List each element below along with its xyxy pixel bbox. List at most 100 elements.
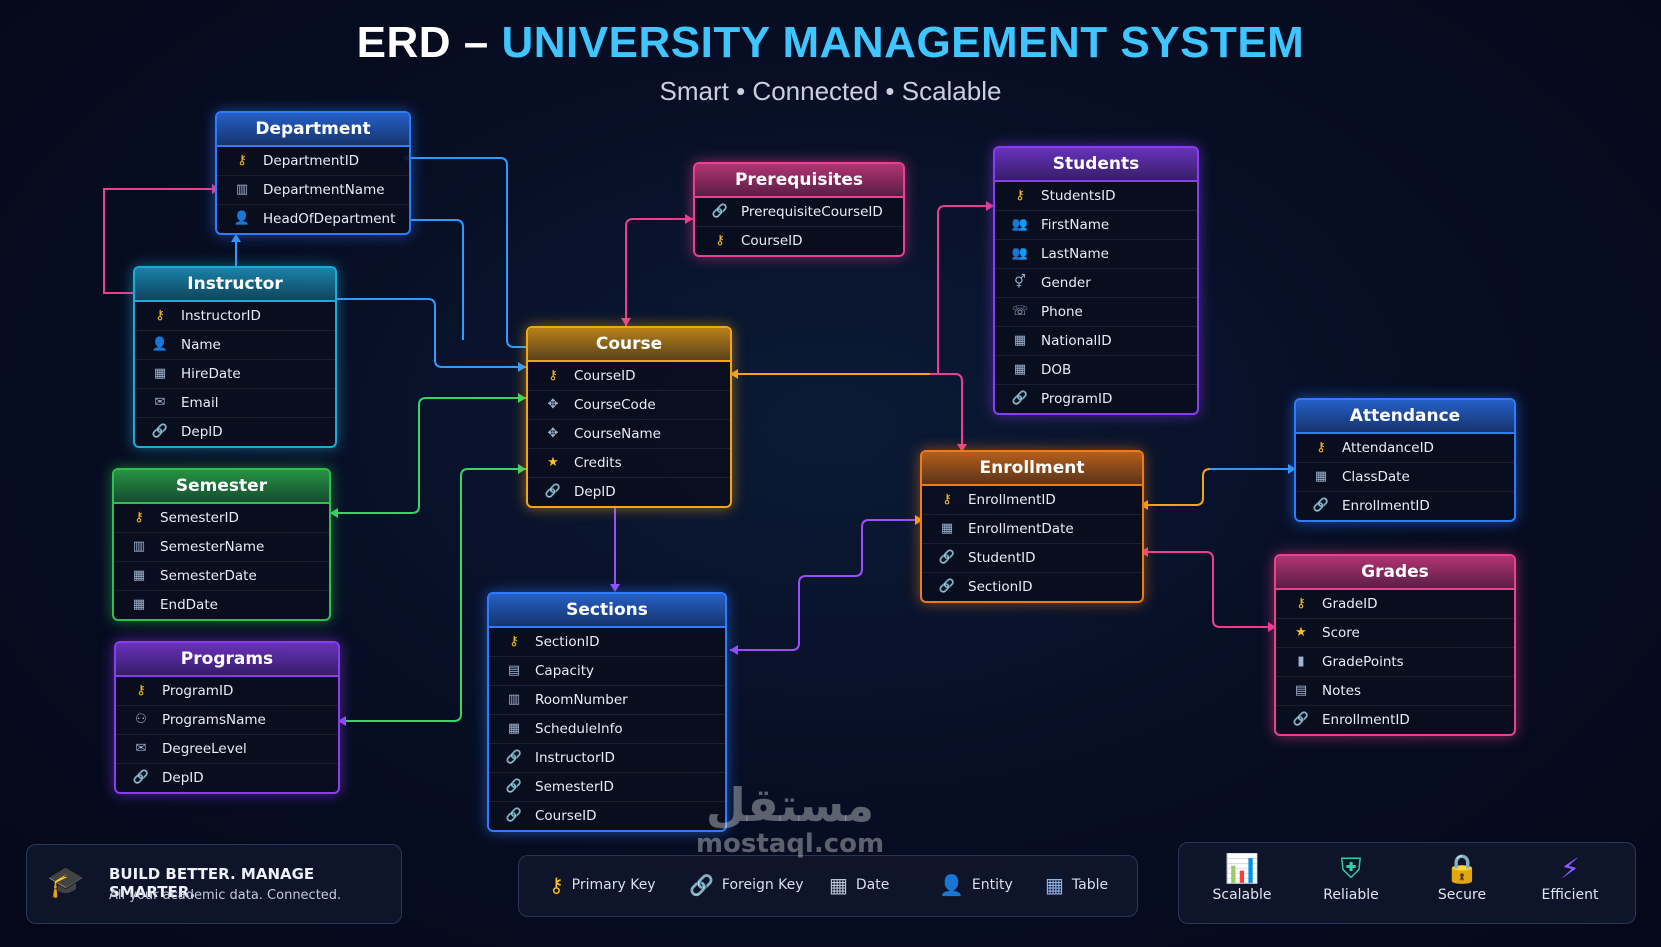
legend-date: ▦ Date xyxy=(829,856,889,914)
group-icon: ⚇ xyxy=(135,712,147,727)
field-label: Name xyxy=(181,337,221,353)
entity-field[interactable]: ✥CourseName xyxy=(528,420,730,449)
field-label: LastName xyxy=(1041,246,1109,262)
field-label: Email xyxy=(181,395,219,411)
entity-field[interactable]: ▤Notes xyxy=(1276,677,1514,706)
entity-field[interactable]: 🔗InstructorID xyxy=(489,744,725,773)
entity-field[interactable]: 👤Name xyxy=(135,331,335,360)
link-icon: 🔗 xyxy=(132,770,150,785)
field-label: DepID xyxy=(574,484,616,500)
entity-sections[interactable]: Sections⚷SectionID▤Capacity▥RoomNumber▦S… xyxy=(487,592,727,832)
entity-field[interactable]: ▦ClassDate xyxy=(1296,463,1514,492)
entity-field[interactable]: ⚷SemesterID xyxy=(114,504,329,533)
entity-field[interactable]: ⚷CourseID xyxy=(528,362,730,391)
entity-field[interactable]: 🔗DepID xyxy=(116,764,338,792)
entity-field[interactable]: ⚇ProgramsName xyxy=(116,706,338,735)
entity-header: Sections xyxy=(489,594,725,628)
rel-sections-enrollment xyxy=(730,519,915,651)
field-label: SectionID xyxy=(535,634,600,650)
calendar-icon: ▦ xyxy=(132,568,146,583)
entity-field[interactable]: ⚷CourseID xyxy=(695,227,903,255)
entity-field[interactable]: 🔗CourseID xyxy=(489,802,725,830)
entity-field[interactable]: ▥RoomNumber xyxy=(489,686,725,715)
link-icon: 🔗 xyxy=(938,550,956,565)
shield-check-icon: ⛨ xyxy=(1340,852,1362,885)
entity-prerequisites[interactable]: Prerequisites🔗PrerequisiteCourseID⚷Cours… xyxy=(693,162,905,257)
entity-enrollment[interactable]: Enrollment⚷EnrollmentID▦EnrollmentDate🔗S… xyxy=(920,450,1144,603)
entity-header: Programs xyxy=(116,643,338,677)
entity-field[interactable]: ⚷GradeID xyxy=(1276,590,1514,619)
entity-field[interactable]: 🔗SectionID xyxy=(922,573,1142,601)
entity-field[interactable]: ⚥Gender xyxy=(995,269,1197,298)
field-label: CourseID xyxy=(535,808,597,824)
entity-semester[interactable]: Semester⚷SemesterID▥SemesterName▦Semeste… xyxy=(112,468,331,621)
entity-header: Grades xyxy=(1276,556,1514,590)
entity-field[interactable]: ⚷SectionID xyxy=(489,628,725,657)
entity-field[interactable]: ▦DOB xyxy=(995,356,1197,385)
entity-attendance[interactable]: Attendance⚷AttendanceID▦ClassDate🔗Enroll… xyxy=(1294,398,1516,522)
link-icon: 🔗 xyxy=(151,424,169,439)
entity-field[interactable]: ▦NationalID xyxy=(995,327,1197,356)
figure-icon: ✥ xyxy=(547,426,559,441)
entity-field[interactable]: ▮GradePoints xyxy=(1276,648,1514,677)
entity-field[interactable]: 🔗StudentID xyxy=(922,544,1142,573)
legend-primary-key: ⚷ Primary Key xyxy=(549,856,656,914)
entity-course[interactable]: Course⚷CourseID✥CourseCode✥CourseName★Cr… xyxy=(526,326,732,508)
entity-field[interactable]: 🔗EnrollmentID xyxy=(1276,706,1514,734)
document-icon: ▤ xyxy=(1294,683,1308,698)
rel-semester-course xyxy=(330,397,526,514)
rel-enrollment-attendance xyxy=(1148,468,1288,506)
legend-label: Primary Key xyxy=(571,877,656,893)
entity-field[interactable]: 🔗EnrollmentID xyxy=(1296,492,1514,520)
rel-programs-course xyxy=(338,468,526,722)
entity-field[interactable]: ★Score xyxy=(1276,619,1514,648)
entity-field[interactable]: ▥SemesterName xyxy=(114,533,329,562)
entity-field[interactable]: ▤Capacity xyxy=(489,657,725,686)
field-label: GradePoints xyxy=(1322,654,1404,670)
entity-field[interactable]: 🔗PrerequisiteCourseID xyxy=(695,198,903,227)
entity-field[interactable]: ⚷DepartmentID xyxy=(217,147,409,176)
entity-header: Department xyxy=(217,113,409,147)
key-icon: ⚷ xyxy=(155,308,165,323)
entity-students[interactable]: Students⚷StudentsID👥FirstName👥LastName⚥G… xyxy=(993,146,1199,415)
star-icon: ★ xyxy=(547,455,559,470)
entity-field[interactable]: ▦ SemesterDate xyxy=(114,562,329,591)
entity-field[interactable]: ▦HireDate xyxy=(135,360,335,389)
entity-field[interactable]: 👤HeadOfDepartment xyxy=(217,205,409,233)
entity-field[interactable]: ⚷EnrollmentID xyxy=(922,486,1142,515)
entity-department[interactable]: Department⚷DepartmentID▥DepartmentName👤H… xyxy=(215,111,411,235)
key-icon: ⚷ xyxy=(134,510,144,525)
rel-enrollment-grades xyxy=(1148,551,1268,628)
entity-field[interactable]: ⚷StudentsID xyxy=(995,182,1197,211)
lock-icon: 🔒 xyxy=(1444,852,1480,885)
entity-field[interactable]: ⚷InstructorID xyxy=(135,302,335,331)
entity-field[interactable]: ✥CourseCode xyxy=(528,391,730,420)
entity-field[interactable]: ⚷AttendanceID xyxy=(1296,434,1514,463)
tagline-box: 🎓 BUILD BETTER. MANAGE SMARTER. All your… xyxy=(26,844,402,924)
entity-field[interactable]: 👥FirstName xyxy=(995,211,1197,240)
entity-field[interactable]: ⚷ProgramID xyxy=(116,677,338,706)
entity-field[interactable]: 🔗DepID xyxy=(135,418,335,446)
entity-field[interactable]: 👥LastName xyxy=(995,240,1197,269)
entity-field[interactable]: ▥DepartmentName xyxy=(217,176,409,205)
entity-field[interactable]: 🔗ProgramID xyxy=(995,385,1197,413)
field-label: SemesterDate xyxy=(160,568,257,584)
entity-field[interactable]: 🔗SemesterID xyxy=(489,773,725,802)
entity-field[interactable]: ▦ScheduleInfo xyxy=(489,715,725,744)
entity-field[interactable]: ★Credits xyxy=(528,449,730,478)
entity-field[interactable]: ▦EndDate xyxy=(114,591,329,619)
entity-field[interactable]: 🔗DepID xyxy=(528,478,730,506)
entity-field[interactable]: ✉DegreeLevel xyxy=(116,735,338,764)
field-label: FirstName xyxy=(1041,217,1110,233)
page-subtitle: Smart • Connected • Scalable xyxy=(659,76,1002,106)
entity-field[interactable]: ▦EnrollmentDate xyxy=(922,515,1142,544)
entity-field[interactable]: ✉Email xyxy=(135,389,335,418)
field-label: RoomNumber xyxy=(535,692,628,708)
field-label: DepartmentID xyxy=(263,153,360,169)
entity-instructor[interactable]: Instructor⚷InstructorID👤Name▦HireDate✉Em… xyxy=(133,266,337,448)
field-label: EnrollmentID xyxy=(968,492,1056,508)
entity-programs[interactable]: Programs⚷ProgramID⚇ProgramsName✉DegreeLe… xyxy=(114,641,340,794)
entity-grades[interactable]: Grades⚷GradeID★Score▮GradePoints▤Notes🔗E… xyxy=(1274,554,1516,736)
entity-field[interactable]: ☏Phone xyxy=(995,298,1197,327)
key-icon: ⚷ xyxy=(1296,596,1306,611)
